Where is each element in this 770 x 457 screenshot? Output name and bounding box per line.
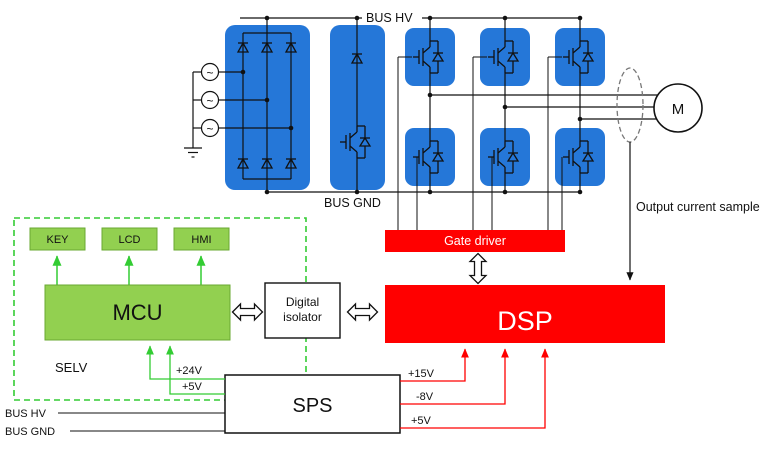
mcu-label: MCU bbox=[112, 300, 162, 325]
bus-hv-input-label: BUS HV bbox=[5, 408, 47, 420]
gate-driver-dsp-arrow bbox=[469, 252, 487, 285]
igbt-module-bottom-3 bbox=[555, 128, 605, 186]
hmi-box bbox=[173, 227, 230, 251]
digital-isolator-block bbox=[264, 282, 341, 339]
igbt-module-top-1 bbox=[405, 28, 455, 86]
current-sensor bbox=[616, 67, 644, 143]
mcu-rail-5v-label: +5V bbox=[182, 381, 203, 393]
digital-isolator-label-line1: Digital bbox=[286, 295, 319, 309]
sps-bus-inputs bbox=[58, 412, 225, 432]
output-current-sample-label: Output current sample bbox=[636, 200, 760, 214]
igbt-module-top-2 bbox=[480, 28, 530, 86]
gate-driver-block bbox=[385, 230, 565, 252]
dsp-rail-neg8v-label: -8V bbox=[416, 391, 434, 403]
dsp-block bbox=[385, 285, 665, 343]
igbt-module-top-3 bbox=[555, 28, 605, 86]
ac-symbol-3: ~ bbox=[206, 122, 213, 136]
ac-source-2 bbox=[200, 90, 220, 110]
dsp-rail-5v-label: +5V bbox=[411, 415, 432, 427]
dsp-label: DSP bbox=[497, 306, 553, 336]
brake-chopper-symbols bbox=[339, 33, 371, 179]
mcu-rail-24v-label: +24V bbox=[176, 365, 203, 377]
ac-input bbox=[184, 62, 225, 158]
dsp-power-rails bbox=[400, 348, 549, 429]
sps-block bbox=[224, 374, 401, 434]
isolator-dsp-arrow bbox=[346, 303, 379, 321]
ac-source-3 bbox=[200, 118, 220, 138]
key-box bbox=[29, 227, 86, 251]
bus-gnd-label: BUS GND bbox=[324, 196, 381, 210]
sps-label: SPS bbox=[292, 395, 332, 417]
power-wiring bbox=[240, 17, 658, 193]
mcu-isolator-arrow bbox=[231, 303, 264, 321]
selv-label: SELV bbox=[55, 360, 88, 375]
junction-dots bbox=[240, 15, 583, 195]
ac-source-1 bbox=[200, 62, 220, 82]
mcu-power-rails bbox=[146, 345, 225, 395]
digital-isolator-label-line2: isolator bbox=[283, 310, 322, 324]
gate-driver-label: Gate driver bbox=[444, 234, 506, 248]
gate-driver-wiring bbox=[397, 56, 563, 230]
motor-label: M bbox=[672, 101, 685, 118]
bus-hv-top-label: BUS HV bbox=[366, 11, 413, 25]
dsp-rail-15v-label: +15V bbox=[408, 368, 435, 380]
lcd-box bbox=[101, 227, 158, 251]
hmi-label: HMI bbox=[191, 234, 211, 246]
ac-symbol-1: ~ bbox=[206, 66, 213, 80]
peripheral-arrows bbox=[52, 255, 206, 285]
bus-gnd-input-label: BUS GND bbox=[5, 426, 55, 438]
mcu-block bbox=[44, 284, 231, 341]
motor bbox=[653, 83, 703, 133]
lcd-label: LCD bbox=[118, 234, 140, 246]
key-label: KEY bbox=[46, 234, 69, 246]
ac-symbol-2: ~ bbox=[206, 94, 213, 108]
